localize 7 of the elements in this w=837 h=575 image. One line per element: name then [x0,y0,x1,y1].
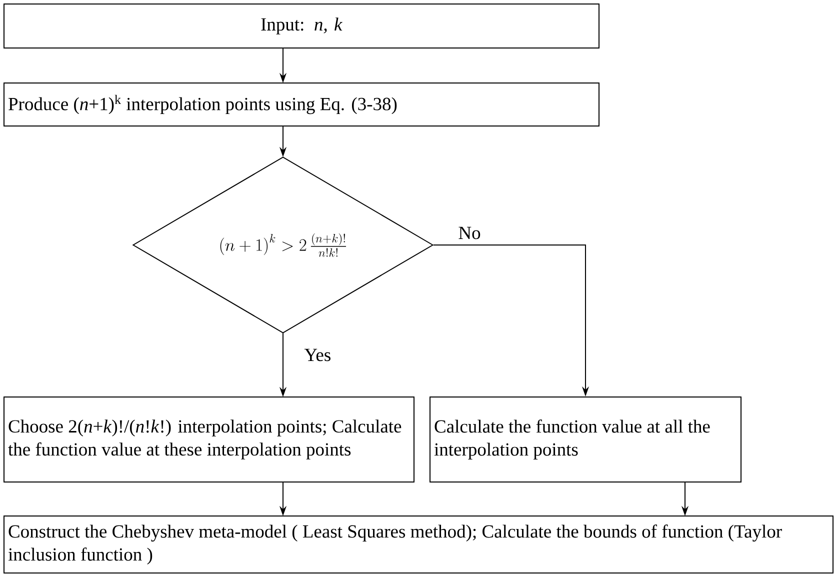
process-box: Calculate the function value at all the interpolation points [430,396,742,482]
process-box: Choose 2(n+k)!/(n!k!) interpolation points; Calculate the function value at these interpolation points [4,396,414,482]
process-box: Input: n, k [4,4,600,48]
process-box: Construct the Chebyshev meta-model ( Least Squares method); Calculate the bounds of function (Taylor inclusion function ) [4,516,834,574]
edge-label: No [457,226,482,240]
process-box: Produce (n+1)$^{k}$ interpolation points using Eq. (3-38) [4,82,600,126]
edge-label: Yes [303,348,332,362]
